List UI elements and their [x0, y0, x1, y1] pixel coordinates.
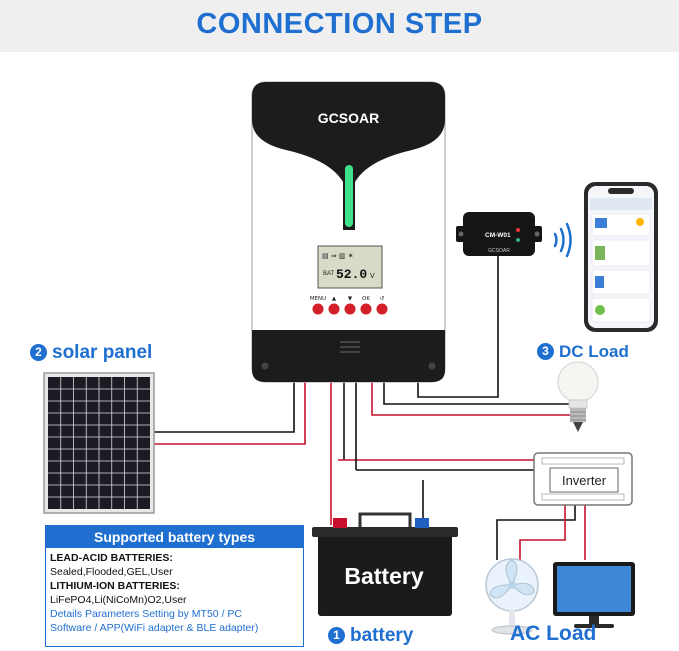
light-bulb-icon [558, 362, 598, 432]
wire-pv-negative [152, 380, 294, 432]
supported-battery-box: Supported battery types LEAD-ACID BATTER… [45, 525, 304, 647]
lead-acid-types: Sealed,Flooded,GEL,User [50, 565, 303, 579]
smartphone [584, 182, 658, 332]
step-number-1: 1 [328, 627, 345, 644]
button-label-ok: OK [362, 296, 370, 302]
terminal-block [252, 330, 445, 382]
battery-step-text: battery [350, 625, 413, 646]
settings-note-line1: Details Parameters Setting by MT50 / PC [50, 607, 303, 621]
wire-load-negative [384, 380, 570, 404]
wire-pv-positive [152, 380, 305, 444]
button-label-back: ↺ [380, 296, 385, 302]
battery-step-label: 1 battery [328, 625, 413, 647]
charge-controller: GCSOAR ▤ ⇒ ▥ ✶ BAT 52.0 V MENU ▲ ▼ OK ↺ [252, 82, 445, 382]
ok-button[interactable] [361, 304, 372, 315]
menu-button[interactable] [313, 304, 324, 315]
adapter-brand: GCSOAR [488, 248, 510, 254]
battery-label: Battery [344, 563, 423, 589]
button-label-menu: MENU [310, 296, 326, 302]
lead-acid-title: LEAD-ACID BATTERIES: [50, 551, 303, 565]
solar-panel-label: 2 solar panel [30, 342, 152, 364]
back-button[interactable] [377, 304, 388, 315]
settings-note-line2: Software / APP(WiFi adapter & BLE adapte… [50, 621, 303, 635]
lcd-icons: ▤ ⇒ ▥ ✶ [322, 252, 354, 260]
adapter-model: CM-W01 [485, 232, 511, 239]
status-light-bar [345, 165, 353, 227]
step-number-2: 2 [30, 344, 47, 361]
ac-load-label: AC Load [510, 622, 596, 646]
lcd-tag: BAT [323, 271, 335, 277]
inverter: Inverter [534, 453, 632, 505]
lcd-unit: V [370, 273, 375, 280]
battery: Battery [312, 514, 458, 616]
down-button[interactable] [345, 304, 356, 315]
lcd-value: 52.0 [336, 267, 367, 282]
step-number-3: 3 [537, 343, 554, 360]
wire-ac-2 [497, 505, 575, 560]
dc-load-label: 3 DC Load [537, 342, 629, 362]
lithium-types: LiFePO4,Li(NiCoMn)O2,User [50, 593, 303, 607]
inverter-label: Inverter [562, 473, 607, 488]
wire-ac-3 [520, 505, 565, 560]
controller-brand: GCSOAR [318, 110, 379, 126]
solar-panel-text: solar panel [52, 342, 152, 363]
dc-load-text: DC Load [559, 342, 629, 361]
solar-panel [44, 373, 154, 513]
monitor-icon [553, 562, 635, 628]
wifi-signal-icon [555, 224, 571, 256]
up-button[interactable] [329, 304, 340, 315]
wifi-adapter: CM-W01 GCSOAR [456, 212, 542, 256]
lithium-title: LITHIUM-ION BATTERIES: [50, 579, 303, 593]
supported-battery-title: Supported battery types [46, 526, 303, 548]
